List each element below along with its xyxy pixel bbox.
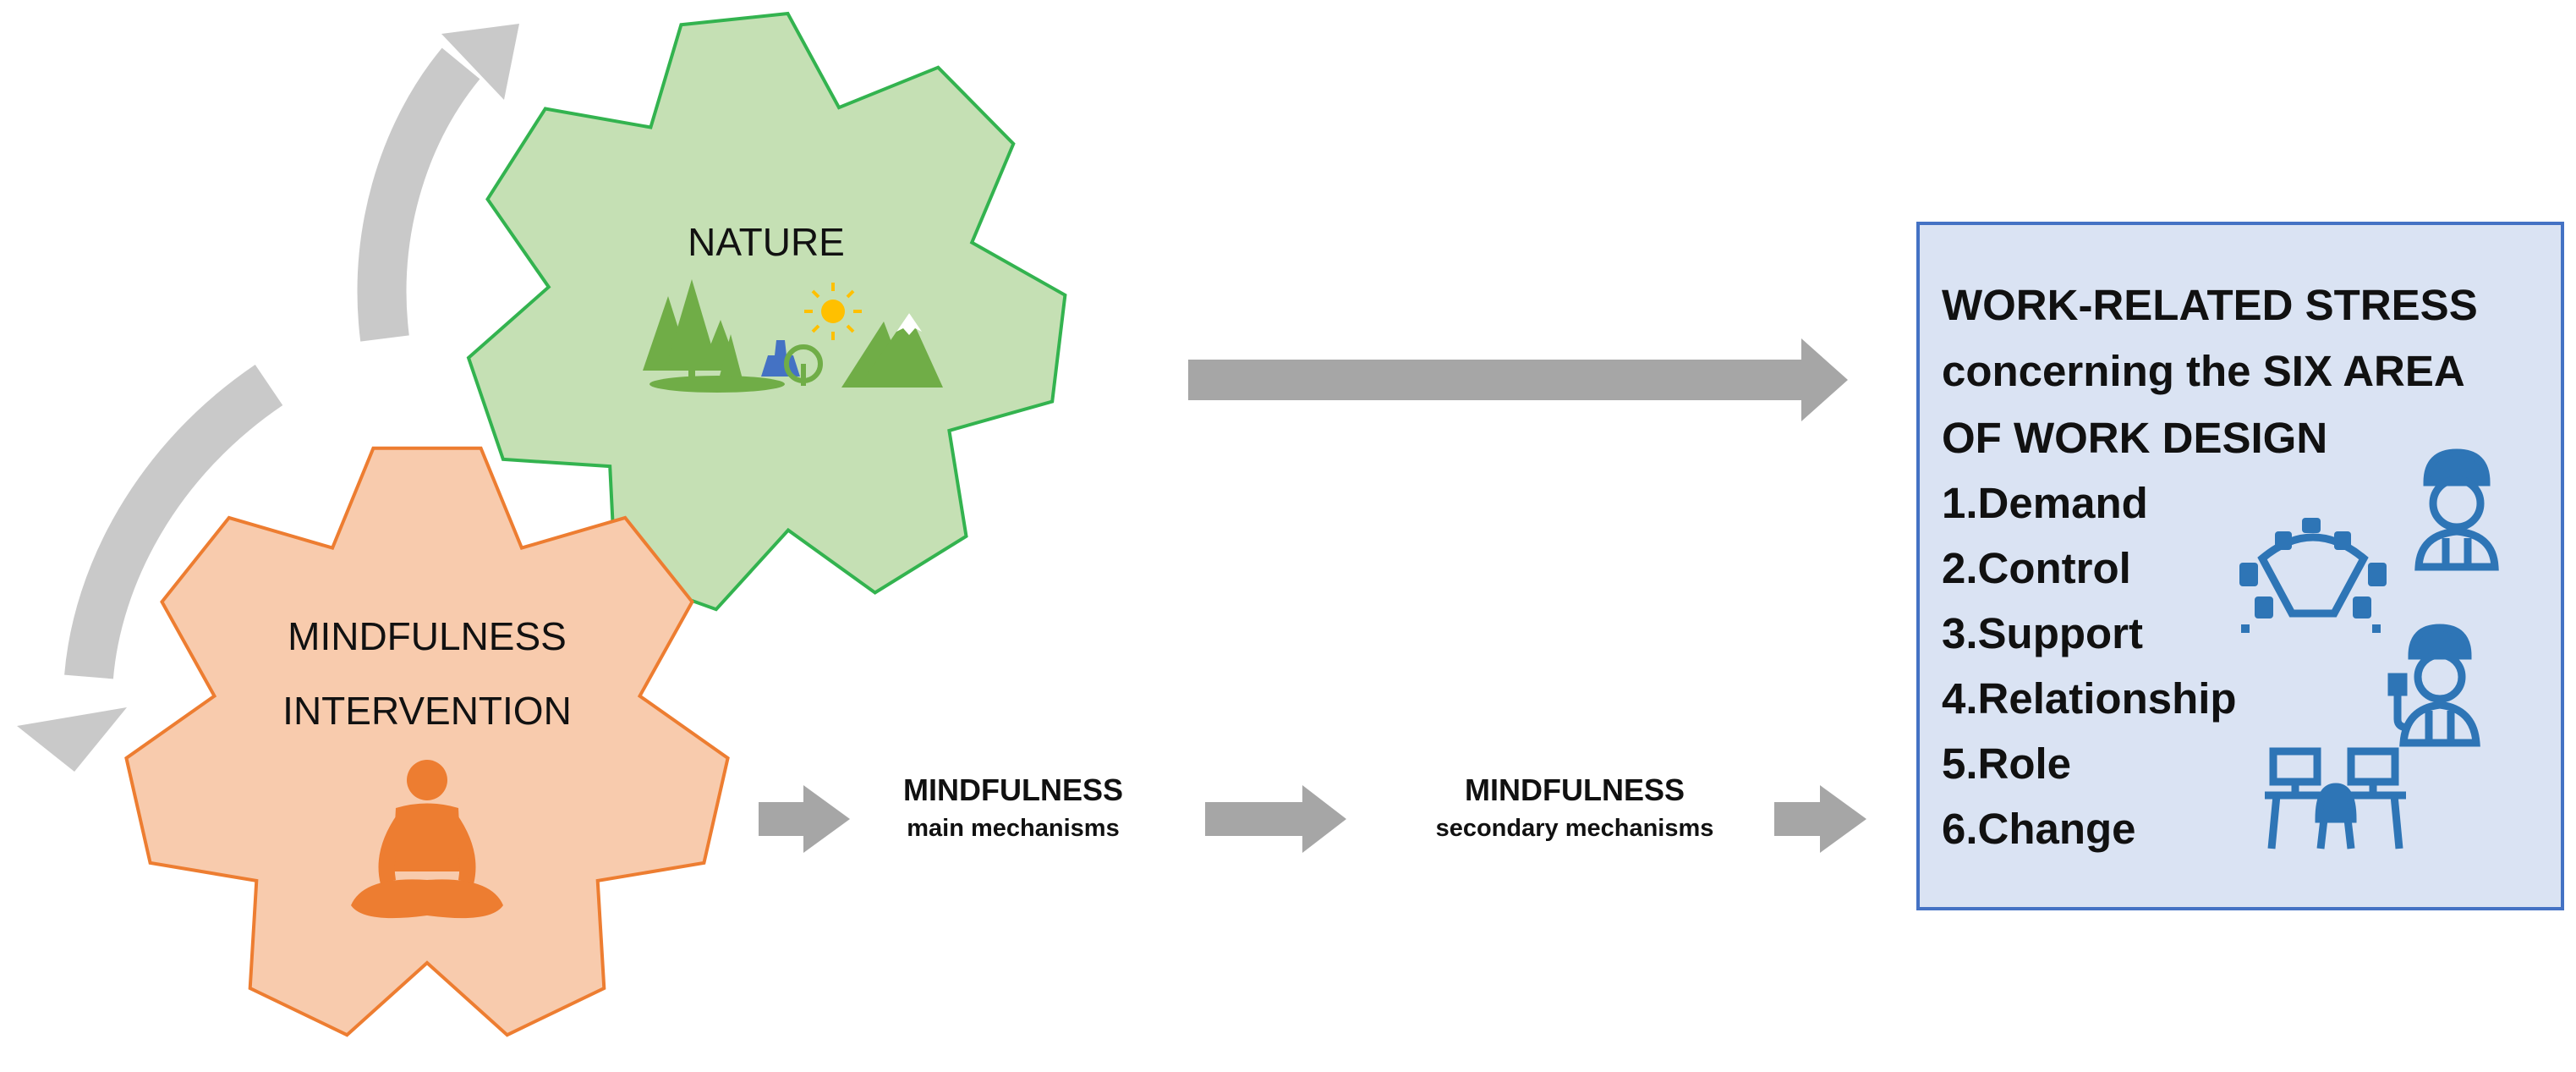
engineer-icon: [2387, 624, 2480, 747]
nature-gear: NATURE: [466, 11, 1067, 612]
stress-item: 6.Change: [1942, 805, 2136, 853]
stress-heading-line2: concerning the SIX AREA: [1942, 347, 2465, 395]
cycle-arrow-down: [17, 364, 283, 772]
mindfulness-gear: MINDFULNESS INTERVENTION: [124, 446, 730, 1037]
stress-item: 5.Role: [1942, 739, 2071, 788]
main-mechanisms-title: MINDFULNESS: [903, 772, 1123, 807]
main-mechanisms-sub: main mechanisms: [907, 815, 1119, 842]
meeting-table-icon: [2239, 518, 2387, 633]
stress-item: 4.Relationship: [1942, 674, 2237, 723]
arrow-to-stress-box: [1774, 785, 1866, 853]
stress-item: 3.Support: [1942, 609, 2143, 657]
worker-icon: [2414, 448, 2499, 571]
mindfulness-label-line2: INTERVENTION: [282, 689, 572, 733]
meditation-person-icon: [351, 760, 503, 919]
secondary-mechanisms-sub: secondary mechanisms: [1436, 815, 1714, 842]
desks-icon: [2265, 747, 2406, 849]
trees-sun-mountain-icon: [643, 279, 943, 393]
secondary-mechanisms-title: MINDFULNESS: [1465, 772, 1685, 807]
stress-item: 1.Demand: [1942, 479, 2148, 527]
stress-heading-line1: WORK-RELATED STRESS: [1942, 281, 2478, 329]
arrow-nature-to-stress: [1188, 338, 1848, 421]
cycle-arrow-up: [357, 24, 519, 342]
nature-label: NATURE: [688, 220, 845, 264]
stress-heading-line3: OF WORK DESIGN: [1942, 414, 2327, 462]
mindfulness-label-line1: MINDFULNESS: [288, 614, 567, 658]
stress-item: 2.Control: [1942, 544, 2131, 592]
work-stress-box: WORK-RELATED STRESS concerning the SIX A…: [1916, 222, 2564, 910]
arrow-to-secondary-mechanisms: [1205, 785, 1346, 853]
arrow-to-main-mechanisms: [759, 785, 850, 853]
